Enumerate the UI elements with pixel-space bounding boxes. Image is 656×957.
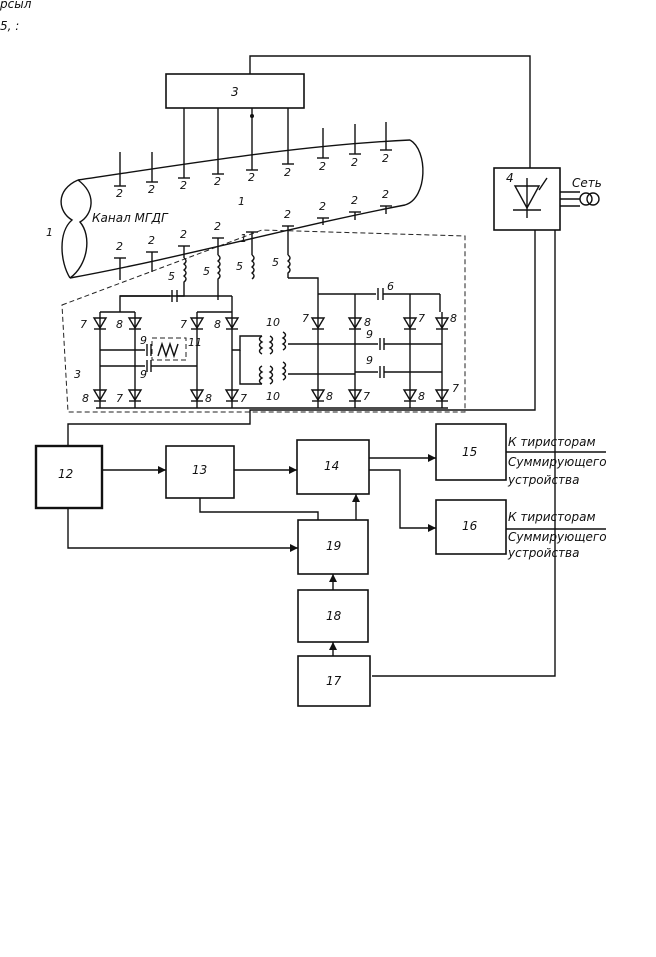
cap9-label-1: 9: [140, 334, 147, 347]
thyristor-label: 7: [116, 392, 123, 405]
thyristor-label: 7: [418, 312, 425, 325]
thyristor-label: 7: [240, 392, 247, 405]
resistor-label: 11: [188, 336, 202, 349]
thyristor-label: 8: [116, 318, 123, 331]
block-3-label: 3: [231, 85, 239, 99]
block-16-caption-1: К тиристорам: [508, 510, 596, 524]
corner-text-2: 5, :: [0, 19, 19, 33]
upper-electrode-label-7: 2: [319, 160, 326, 173]
lower-electrode-label-7: 2: [351, 194, 358, 207]
lower-electrode-label-6: 2: [319, 200, 326, 213]
cap9-label-3: 9: [366, 328, 373, 341]
block-4-label: 4: [506, 171, 514, 185]
channel-number: 1: [46, 226, 53, 239]
lower-electrode-label-4: 2: [214, 220, 221, 233]
transformer-label-1: 10: [266, 316, 280, 329]
wire-group-to-block12: [68, 418, 250, 446]
upper-electrode-label-9: 2: [382, 152, 389, 165]
block-19-label: 19: [326, 539, 341, 553]
thyristor-label: 7: [363, 390, 370, 403]
block-15-label: 15: [462, 445, 477, 459]
network-transformer-icon: [580, 193, 592, 205]
inductor-label-2: 5: [203, 265, 210, 278]
lower-electrode-label-5: 2: [284, 208, 291, 221]
block-15-caption-1: К тиристорам: [508, 435, 596, 449]
block-12-label: 12: [58, 467, 73, 481]
electrode-mid-label-2: 1: [240, 232, 247, 245]
upper-electrode-label-2: 2: [148, 183, 155, 196]
thyristor-label: 7: [302, 312, 309, 325]
network-label: Сеть: [572, 176, 602, 190]
block-14-label: 14: [324, 459, 339, 473]
lower-electrode-label-1: 2: [116, 240, 123, 253]
block-15-caption-3: устройства: [507, 473, 579, 487]
junction-dot: [250, 114, 254, 118]
inductor-label-4: 5: [272, 256, 279, 269]
wire-block4-to-group: [250, 230, 535, 418]
thyristor-label: 8: [450, 312, 457, 325]
cap9-label-4: 9: [366, 354, 373, 367]
wire-14-16: [369, 470, 436, 528]
upper-electrode-label-3: 2: [180, 179, 187, 192]
cap9-label-2: 9: [140, 368, 147, 381]
group-label: 3: [74, 368, 81, 381]
transformer-label-2: 10: [266, 390, 280, 403]
lower-electrode-label-3: 2: [180, 228, 187, 241]
wire-12-19: [68, 508, 298, 548]
thyristor-label: 8: [326, 390, 333, 403]
block-13-label: 13: [192, 463, 207, 477]
channel-label: Канал МГДГ: [92, 211, 169, 225]
block-16-caption-2: Суммирующего: [508, 530, 607, 544]
upper-electrode-label-4: 2: [214, 175, 221, 188]
inductor-label-3: 5: [236, 260, 243, 273]
block-16-label: 16: [462, 519, 478, 533]
thyristor-label: 8: [214, 318, 221, 331]
upper-electrode-label-1: 2: [116, 187, 123, 200]
inductor-label-1: 5: [168, 270, 175, 283]
transformers: [260, 332, 286, 384]
capacitor-label: 6: [387, 280, 394, 293]
thyristor-label: 7: [452, 382, 459, 395]
wire-13-19: [200, 498, 318, 520]
upper-electrode-label-6: 2: [284, 166, 291, 179]
block-16-caption-3: устройства: [507, 546, 579, 560]
wire-block3-to-block4: [250, 56, 530, 168]
thyristor-label: 8: [82, 392, 89, 405]
thyristor-label: 7: [180, 318, 187, 331]
corner-text-1: рсыл: [0, 0, 32, 11]
thyristor-label: 7: [80, 318, 87, 331]
upper-electrode-label-5: 2: [248, 171, 255, 184]
electrode-mid-label: 1: [238, 195, 245, 208]
block-17-label: 17: [326, 674, 342, 688]
thyristor-label: 8: [418, 390, 425, 403]
lower-electrode-label-2: 2: [148, 234, 155, 247]
thyristor-label: 8: [205, 392, 212, 405]
lower-electrode-label-8: 2: [382, 188, 389, 201]
upper-electrode-label-8: 2: [351, 156, 358, 169]
block-18-label: 18: [326, 609, 342, 623]
block-15-caption-2: Суммирующего: [508, 455, 607, 469]
